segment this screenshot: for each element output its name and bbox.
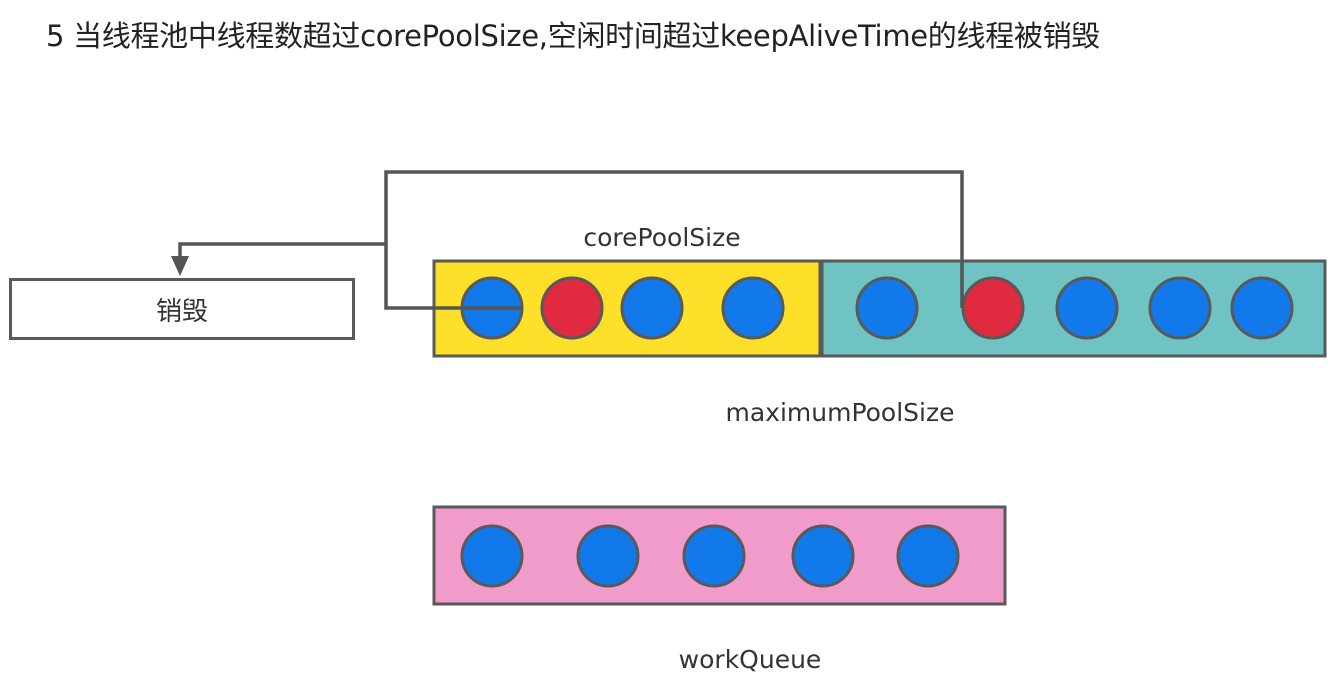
destroy-connector [384,170,964,310]
queue-item-5 [896,524,960,588]
destroy-box: 销毁 [9,278,355,340]
max-thread-3 [1055,276,1119,340]
queue-item-2 [576,524,640,588]
page-title: 5 当线程池中线程数超过corePoolSize,空闲时间超过keepAlive… [46,19,1101,53]
queue-item-4 [791,524,855,588]
core-thread-3 [620,276,684,340]
core-pool-label: corePoolSize [583,223,741,252]
max-pool-label: maximumPoolSize [725,398,955,427]
max-thread-4 [1148,276,1212,340]
destroy-label: 销毁 [155,296,208,327]
queue-item-3 [682,524,746,588]
work-queue-label: workQueue [678,645,822,674]
max-thread-2-idle [961,276,1025,340]
max-thread-5 [1230,276,1294,340]
destroy-arrow-line [178,242,386,262]
core-thread-4 [721,276,785,340]
destroy-arrowhead [171,256,189,276]
queue-item-1 [460,524,524,588]
max-thread-1 [855,276,919,340]
core-thread-2-idle [540,276,604,340]
